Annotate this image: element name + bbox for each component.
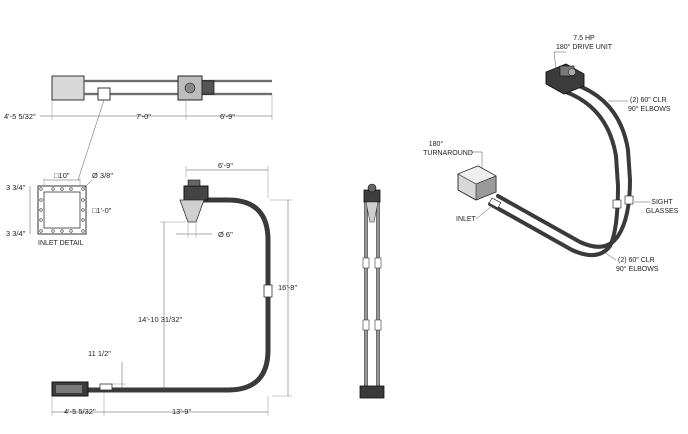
iso-label-elbows-top-1: (2) 60" CLR <box>630 97 667 104</box>
iso-label-elbows-bot-2: 90° ELBOWS <box>616 265 659 273</box>
elev-dim-bottom-left: 4'-5 5/32" <box>64 407 96 416</box>
iso-view: 7.5 HP 180° DRIVE UNIT (2) 60" CLR 90° E… <box>423 35 679 273</box>
iso-label-sight-2: GLASSES <box>646 208 679 215</box>
inlet-detail-inner <box>43 191 81 229</box>
inlet-dim-square-top: □10" <box>54 171 70 180</box>
elevation-drive-unit <box>183 185 209 201</box>
inlet-dim-square-side: □1'-0" <box>92 206 112 215</box>
elev-dim-inlet-height: 11 1/2" <box>88 349 111 358</box>
top-dim-overall-left: 4'-5 5/32" <box>4 112 36 121</box>
iso-label-drive-unit: 180° DRIVE UNIT <box>556 43 613 51</box>
iso-label-elbows-top-2: 90° ELBOWS <box>628 105 671 113</box>
iso-label-sight-1: SIGHT <box>651 199 673 206</box>
top-dim-mid: 7'-0" <box>136 112 151 121</box>
elev-dim-total-height: 16'-8" <box>278 283 297 292</box>
top-view: 4'-5 5/32" 7'-0" 6'-9" <box>4 75 273 181</box>
side-turnaround <box>359 385 385 399</box>
top-inlet <box>97 87 111 101</box>
elevation-tube <box>85 197 271 393</box>
inlet-detail-title: INLET DETAIL <box>38 240 84 247</box>
iso-label-turnaround-2: TURNAROUND <box>423 150 473 157</box>
elev-dim-top-width: 6'-9" <box>218 161 233 170</box>
iso-label-turnaround-1: 180° <box>429 140 444 148</box>
side-view <box>359 183 385 399</box>
elev-dim-bottom-right: 13'-9" <box>172 407 191 416</box>
inlet-dim-left-upper: 3 3/4" <box>6 183 26 192</box>
elev-dim-dia: Ø 6" <box>218 230 233 239</box>
elevation-view: 6'-9" Ø 6" 16'-8" 14'-10 31/32" 11 1/2" … <box>51 161 297 416</box>
iso-label-drive-hp: 7.5 HP <box>573 35 595 42</box>
iso-tube-inner <box>488 90 620 258</box>
elevation-hopper-cone <box>179 199 205 223</box>
iso-label-elbows-bot-1: (2) 60" CLR <box>618 257 655 264</box>
iso-label-inlet: INLET <box>456 216 477 223</box>
inlet-dim-left-lower: 3 3/4" <box>6 229 26 238</box>
elev-dim-inner-height: 14'-10 31/32" <box>138 315 182 324</box>
inlet-detail: □10" Ø 3/8" □1'-0" 3 3/4" 3 3/4" INLET D… <box>6 171 113 247</box>
top-turnaround-box <box>51 75 85 101</box>
iso-inlet <box>488 197 502 209</box>
elevation-inlet <box>99 383 113 391</box>
top-dim-right: 6'-9" <box>220 112 235 121</box>
inlet-dim-dia: Ø 3/8" <box>92 171 113 180</box>
